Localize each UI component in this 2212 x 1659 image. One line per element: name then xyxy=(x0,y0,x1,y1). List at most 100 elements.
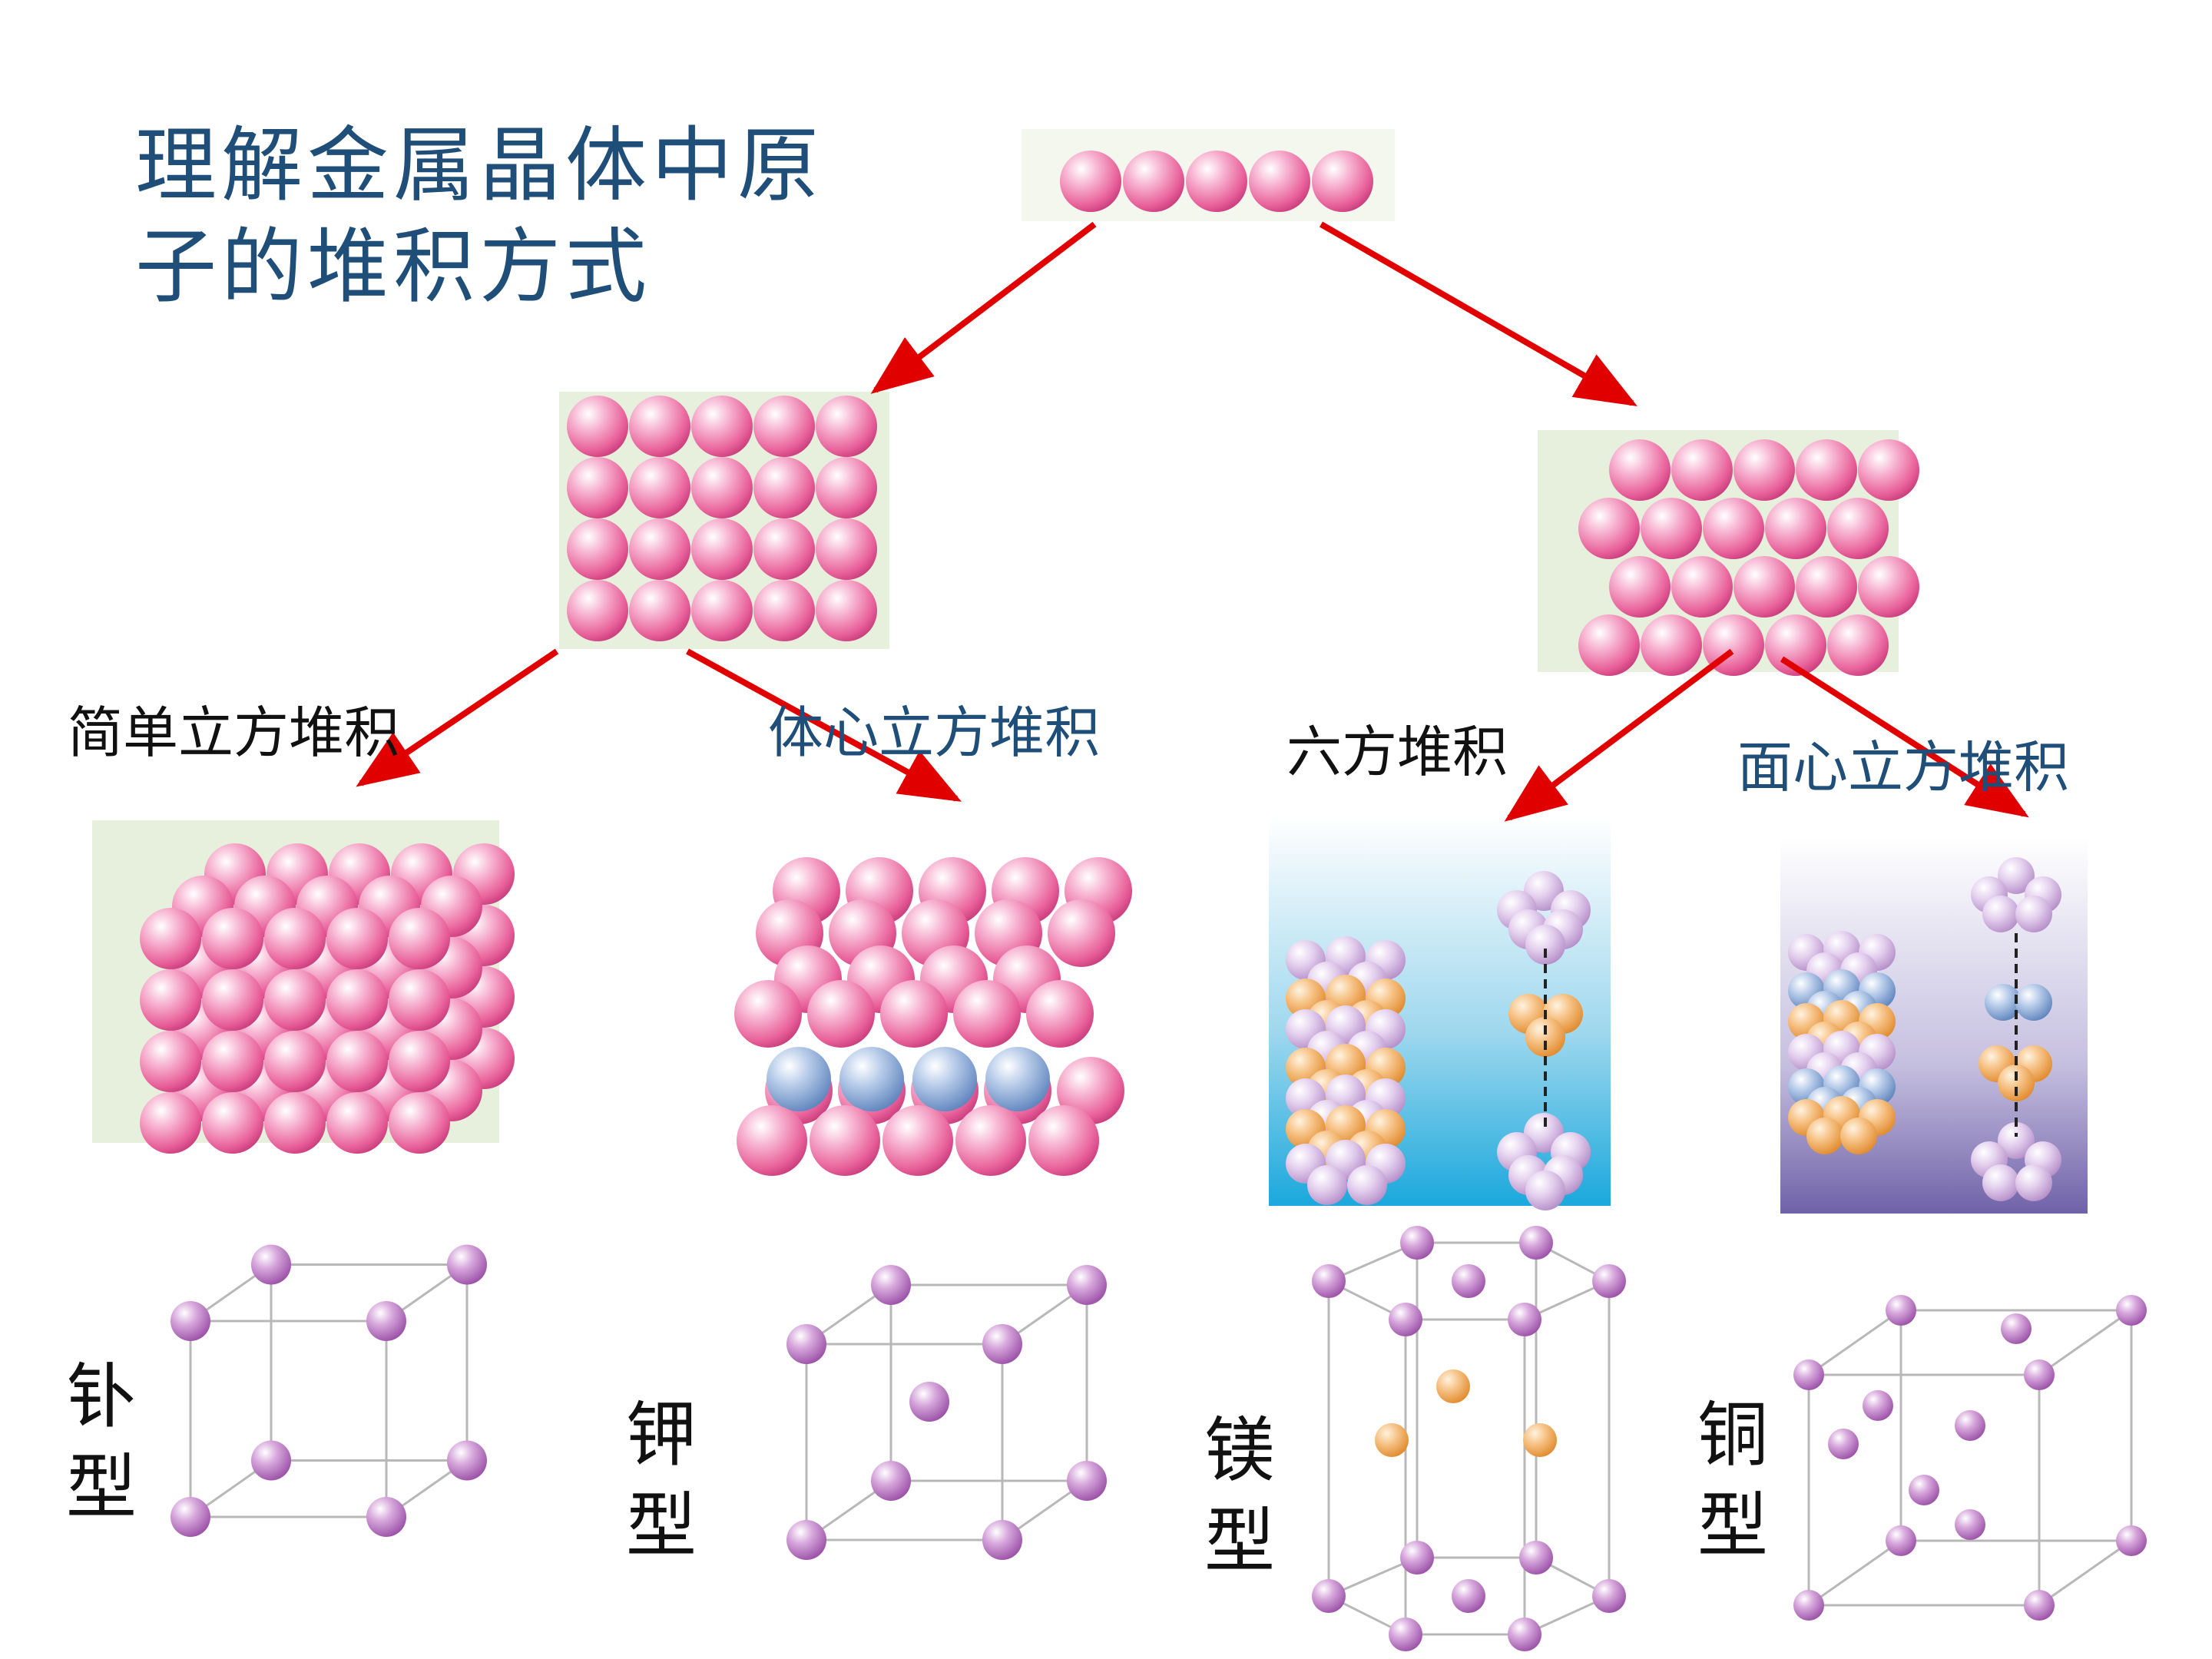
mg-cell-atom xyxy=(1400,1541,1434,1575)
fcc-top-atom xyxy=(1998,857,2035,894)
po-cell-atom xyxy=(171,1497,210,1537)
mg-cell-atom xyxy=(1519,1226,1553,1260)
simple-cubic-atom xyxy=(326,1092,388,1154)
mg-cell-atom xyxy=(1508,1618,1541,1651)
k-cell-atom xyxy=(786,1324,826,1364)
mg-cell-atom xyxy=(1312,1264,1346,1298)
mg-inner-atom xyxy=(1375,1423,1409,1457)
label-potassium-type: 钾型 xyxy=(626,1394,697,1567)
mg-inner-atom xyxy=(1436,1369,1470,1403)
fcc-orange-atom xyxy=(1998,1065,2035,1101)
bcc-bottom-atom xyxy=(955,1105,1026,1176)
hcp-top-atom xyxy=(1525,925,1565,965)
label-hexagonal: 六方堆积 xyxy=(1286,720,1508,784)
square-layer-atom xyxy=(629,457,690,518)
square-layer-atom xyxy=(753,457,815,518)
cu-corner-atom xyxy=(2024,1590,2055,1621)
bcc-bottom-atom xyxy=(810,1105,880,1176)
square-layer-atom xyxy=(816,396,877,457)
simple-cubic-atom xyxy=(264,908,326,969)
cu-cell-edge xyxy=(1808,1539,1902,1607)
hex-layer-atom xyxy=(1765,614,1826,676)
simple-cubic-atom xyxy=(389,908,450,969)
bcc-front-atom xyxy=(1026,980,1094,1048)
bcc-blue-atom xyxy=(985,1047,1050,1111)
bcc-back-atom xyxy=(1048,899,1115,967)
cu-face-atom xyxy=(1828,1429,1859,1459)
bcc-bottom-atom xyxy=(737,1105,807,1176)
mg-cell-atom xyxy=(1519,1541,1553,1575)
simple-cubic-atom xyxy=(264,1092,326,1154)
cu-face-atom xyxy=(1955,1509,1985,1540)
simple-cubic-atom xyxy=(326,1031,388,1092)
simple-cubic-atom xyxy=(264,969,326,1031)
arrow-to-simple-cubic xyxy=(356,648,559,787)
fcc-blue-atom xyxy=(2015,984,2052,1021)
label-simple-cubic: 简单立方堆积 xyxy=(68,700,400,765)
square-layer-atom xyxy=(816,580,877,641)
bcc-front-atom xyxy=(880,980,948,1048)
k-cell-atom xyxy=(1067,1265,1107,1305)
label-body-centered: 体心立方堆积 xyxy=(768,700,1101,765)
simple-cubic-atom xyxy=(202,908,263,969)
bcc-bottom-atom xyxy=(882,1105,953,1176)
mg-inner-atom xyxy=(1523,1423,1557,1457)
square-layer-atom xyxy=(567,518,628,580)
hex-layer-atom xyxy=(1641,614,1702,676)
cu-corner-atom xyxy=(1886,1295,1916,1326)
mg-cell-atom xyxy=(1508,1303,1541,1336)
simple-cubic-atom xyxy=(389,969,450,1031)
hex-layer-atom xyxy=(1671,439,1733,501)
k-cell-atom xyxy=(982,1324,1022,1364)
mg-cell-atom xyxy=(1389,1303,1422,1336)
hex-layer-atom xyxy=(1609,439,1671,501)
cu-face-atom xyxy=(2001,1313,2032,1344)
simple-cubic-atom xyxy=(140,1031,201,1092)
square-layer-atom xyxy=(753,580,815,641)
k-cell-atom xyxy=(871,1265,911,1305)
hex-layer-atom xyxy=(1858,556,1919,618)
k-cell-atom xyxy=(1067,1461,1107,1501)
hex-layer-atom xyxy=(1578,614,1640,676)
simple-cubic-atom xyxy=(202,969,263,1031)
cell-atoms xyxy=(171,1226,2147,1651)
cu-cell-edge xyxy=(1808,1309,1902,1376)
simple-cubic-atom xyxy=(326,908,388,969)
hcp-mid-atom xyxy=(1525,1017,1565,1057)
arrows xyxy=(356,221,2029,822)
fcc-atom xyxy=(1806,1118,1843,1154)
arrow-to-face-centered xyxy=(1780,656,2029,818)
mg-face-atom xyxy=(1452,1579,1485,1613)
fcc-top-atom xyxy=(2015,896,2052,932)
square-layer-atom xyxy=(567,457,628,518)
bcc-bottom-atom xyxy=(1028,1105,1099,1176)
square-layer-atom xyxy=(691,580,753,641)
bcc-blue-atom xyxy=(767,1047,831,1111)
simple-cubic-atom xyxy=(140,969,201,1031)
k-cell-atom xyxy=(786,1520,826,1560)
cu-face-atom xyxy=(1909,1475,1939,1505)
bcc-front-atom xyxy=(807,980,875,1048)
po-cell-atom xyxy=(447,1244,487,1285)
hex-layer-atom xyxy=(1858,439,1919,501)
mg-face-atom xyxy=(1452,1264,1485,1298)
row-atom xyxy=(1249,151,1310,212)
mg-cell-atom xyxy=(1592,1264,1626,1298)
mg-cell-atom xyxy=(1592,1579,1626,1613)
bcc-front-atom xyxy=(953,980,1021,1048)
square-layer-atom xyxy=(629,396,690,457)
square-layer-atom xyxy=(629,580,690,641)
row-atom xyxy=(1312,151,1373,212)
fcc-atom xyxy=(1840,1118,1877,1154)
arrow-to-hexagonal xyxy=(1504,648,1734,822)
square-layer-atom xyxy=(753,396,815,457)
po-cell-atom xyxy=(366,1497,406,1537)
square-layer-atom xyxy=(629,518,690,580)
po-cell-atom xyxy=(251,1244,291,1285)
po-cell-atom xyxy=(447,1440,487,1481)
hex-layer-atom xyxy=(1734,556,1795,618)
cu-corner-atom xyxy=(2116,1525,2147,1556)
cu-corner-atom xyxy=(1793,1359,1824,1390)
po-cell-atom xyxy=(366,1301,406,1341)
